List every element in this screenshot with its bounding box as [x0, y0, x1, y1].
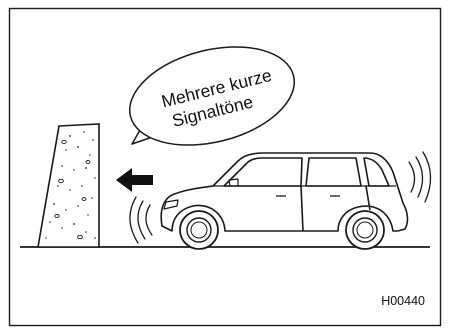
- figure-code: H00440: [381, 294, 425, 308]
- front-wheel: [180, 211, 218, 249]
- rear-wheel: [346, 211, 384, 249]
